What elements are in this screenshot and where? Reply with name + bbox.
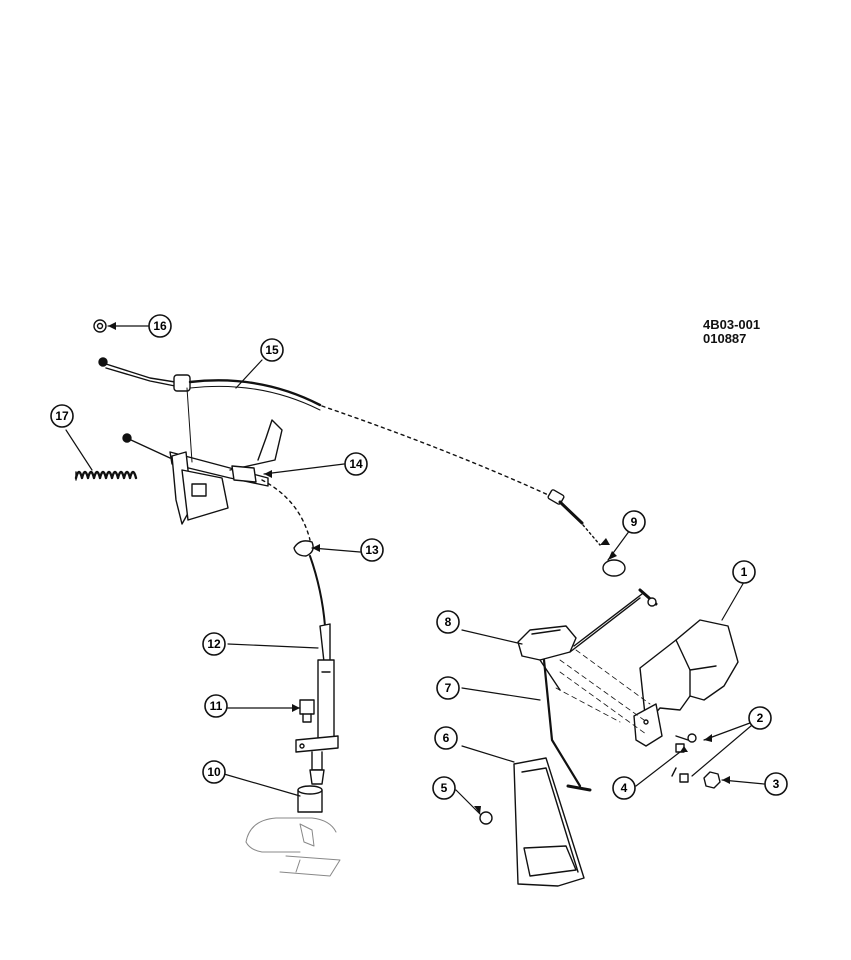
callout-5: 5 — [432, 776, 456, 800]
callout-circle — [344, 452, 368, 476]
part-17-spring — [74, 470, 138, 481]
callout-circle — [148, 314, 172, 338]
part-8-pedal-bracket — [517, 593, 643, 691]
callout-number: 11 — [210, 699, 223, 713]
callout-number: 7 — [445, 681, 452, 695]
leader-lines — [65, 325, 765, 815]
callout-number: 16 — [153, 319, 167, 333]
callout-circle — [434, 726, 458, 750]
part-13-clip — [293, 540, 314, 557]
part-5-nut — [479, 811, 493, 825]
callout-circle — [260, 338, 284, 362]
callout-number: 5 — [441, 781, 448, 795]
callout-number: 4 — [621, 781, 628, 795]
callout-number: 8 — [445, 615, 452, 629]
callout-number: 15 — [265, 343, 279, 357]
callout-9: 9 — [622, 510, 646, 534]
callout-number: 1 — [741, 565, 748, 579]
callout-circle — [204, 694, 228, 718]
callout-circle — [732, 560, 756, 584]
drawing-id: 4B03-001 — [703, 317, 761, 332]
part-15-cable — [98, 357, 601, 546]
drawing-reference: 4B03-001 010887 — [703, 318, 760, 346]
callout-circle — [622, 510, 646, 534]
callout-6: 6 — [434, 726, 458, 750]
callout-number: 12 — [207, 637, 221, 651]
callout-circle — [50, 404, 74, 428]
callout-1: 1 — [732, 560, 756, 584]
callout-circle — [202, 760, 226, 784]
part-16-nut — [93, 319, 107, 333]
callout-circle — [764, 772, 788, 796]
callout-11: 11 — [204, 694, 228, 718]
part-2-bolts — [671, 733, 697, 783]
part-6-pedal-pad — [513, 757, 585, 887]
callout-8: 8 — [436, 610, 460, 634]
part-12-cable-housing — [317, 623, 335, 741]
callout-circle — [748, 706, 772, 730]
callout-number: 9 — [631, 515, 638, 529]
callout-circle — [612, 776, 636, 800]
callout-number: 2 — [757, 711, 764, 725]
callout-number: 17 — [55, 409, 69, 423]
alignment-lines — [555, 649, 651, 735]
callout-2: 2 — [748, 706, 772, 730]
housing-mount — [295, 735, 339, 785]
leader-arrowheads — [108, 322, 730, 814]
part-10-bushing — [297, 785, 323, 813]
callout-number: 10 — [207, 765, 221, 779]
mounting-plate — [633, 703, 663, 747]
callout-15: 15 — [260, 338, 284, 362]
callout-circle — [436, 610, 460, 634]
callout-number: 3 — [773, 777, 780, 791]
part-7-pedal-rod — [542, 658, 592, 792]
callout-number: 14 — [349, 457, 363, 471]
callout-4: 4 — [612, 776, 636, 800]
lower-cable — [261, 479, 326, 627]
callout-17: 17 — [50, 404, 74, 428]
callout-number: 13 — [365, 543, 379, 557]
part-11-bolt — [299, 699, 315, 723]
callout-12: 12 — [202, 632, 226, 656]
part-3-nut — [703, 771, 721, 789]
cable-end-fitting — [638, 588, 658, 607]
callout-number: 6 — [443, 731, 450, 745]
callout-circle — [360, 538, 384, 562]
callout-circle — [202, 632, 226, 656]
callout-10: 10 — [202, 760, 226, 784]
callout-7: 7 — [436, 676, 460, 700]
callout-circle — [432, 776, 456, 800]
callout-14: 14 — [344, 452, 368, 476]
callout-16: 16 — [148, 314, 172, 338]
part-9-grommet — [602, 559, 626, 577]
callout-13: 13 — [360, 538, 384, 562]
throttle-linkage-outline — [245, 817, 341, 877]
callout-3: 3 — [764, 772, 788, 796]
part-14-bracket — [122, 387, 283, 525]
callout-circle — [436, 676, 460, 700]
drawing-date: 010887 — [703, 331, 747, 346]
